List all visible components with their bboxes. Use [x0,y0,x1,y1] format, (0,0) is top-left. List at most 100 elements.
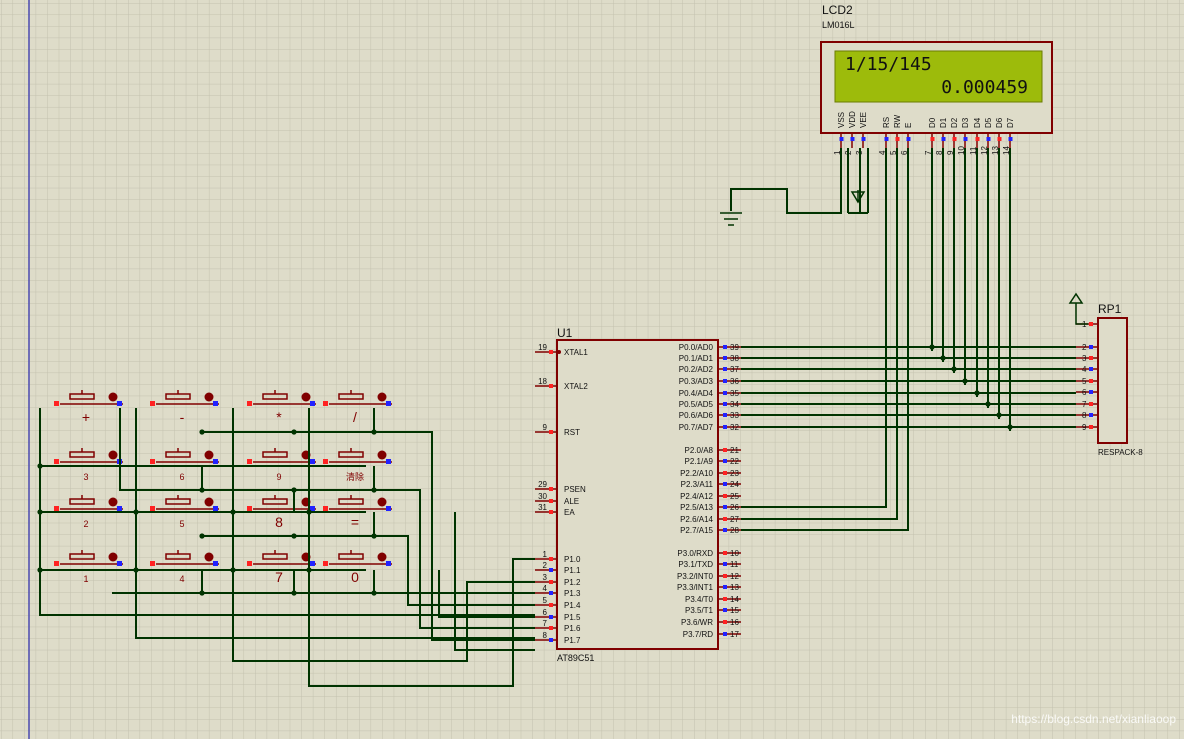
wire-junction [371,487,377,493]
mcu-left-pin-number: 6 [543,608,548,617]
mcu-left-pin-number: 5 [543,596,548,605]
respack-pin-number: 5 [1082,377,1087,386]
mcu-left-pin-marker [549,557,553,561]
wire-junction [199,429,205,435]
mcu-right-pin-marker [723,494,727,498]
keypad-button-label: 8 [275,514,283,530]
respack-pin-marker [1089,322,1093,326]
keypad-button[interactable]: 2 [54,495,123,529]
mcu-right-pin-number: 28 [730,526,739,535]
mcu-left-pin-marker [549,487,553,491]
mcu-right-pin-number: 15 [730,606,739,615]
mcu-left-pin-number: 9 [543,423,548,432]
wire-junction [291,429,297,435]
wire[interactable] [438,570,535,618]
mcu-left-pin-number: 3 [543,573,548,582]
mcu-right-pin-name: P0.1/AD1 [679,354,714,363]
mcu-left-pin-marker [549,603,553,607]
lcd-pin-number: 1 [833,150,842,155]
wire-junction [996,412,1002,418]
keypad-button[interactable]: 4 [150,550,219,584]
pin-marker [247,506,252,511]
wire-junction [940,355,946,361]
mcu-right-pin-number: 32 [730,423,739,432]
wire[interactable] [373,512,535,606]
mcu-right-pin-number: 24 [730,480,739,489]
pin-marker [150,561,155,566]
mcu-left-pin-name: P1.4 [564,601,581,610]
keypad-button[interactable]: 0 [323,550,392,585]
lcd-pin-name: RW [893,114,902,128]
pin-marker [150,401,155,406]
wire[interactable] [741,148,887,508]
mcu-component[interactable]: U1 AT89C51 19XTAL118XTAL29RST29PSEN30ALE… [535,326,741,663]
wire-junction [974,390,980,396]
mcu-right-pin-name: P3.5/T1 [685,606,714,615]
switch-contact-icon [204,450,214,460]
lcd-pin-number: 6 [900,150,909,155]
lcd-pin-number: 13 [991,146,1000,155]
watermark-text: https://blog.csdn.net/xianliaoop [1011,712,1176,726]
wire-junction [230,567,236,573]
respack-pin-number: 6 [1082,388,1087,397]
switch-contact-icon [108,450,118,460]
wire[interactable] [232,408,535,662]
mcu-right-pin-number: 37 [730,365,739,374]
respack-pin-marker [1089,379,1093,383]
pin-marker [386,506,391,511]
keypad-button[interactable]: 5 [150,495,219,529]
wire-junction [306,509,312,515]
keypad-button[interactable]: * [247,390,316,425]
wire-junction [133,567,139,573]
wire[interactable] [741,148,898,520]
pin-marker [310,401,315,406]
pin-marker [117,401,122,406]
mcu-body [556,339,719,650]
keypad-button[interactable]: 7 [247,550,316,585]
respack-pin-marker [1089,345,1093,349]
wire[interactable] [135,408,535,639]
wire[interactable] [39,408,535,616]
mcu-left-pin-name: XTAL2 [564,382,588,391]
keypad-button[interactable]: 8 [247,495,316,530]
mcu-right-pin-number: 14 [730,595,739,604]
pin-marker [310,459,315,464]
mcu-left-pin-number: 4 [543,584,548,593]
wire-junction [929,344,935,350]
switch-contact-icon [301,392,311,402]
lcd-pin-marker [839,137,844,141]
mcu-right-pin-number: 11 [730,560,739,569]
pin-marker [247,459,252,464]
wire[interactable] [119,408,535,629]
mcu-left-pin-number: 1 [543,550,548,559]
mcu-left-pin-name: ALE [564,497,579,506]
keypad-button-label: 7 [275,569,283,585]
xtal-clock-icon [557,350,561,354]
mcu-right-pin-number: 10 [730,549,739,558]
mcu-right-pin-number: 13 [730,583,739,592]
lcd-pin-number: 4 [878,150,887,155]
mcu-right-pin-name: P2.6/A14 [680,515,713,524]
lcd-component[interactable]: LCD2 LM016L 1/15/145 0.000459 VSS1VDD2VE… [820,3,1053,155]
mcu-right-pin-number: 38 [730,354,739,363]
keypad-button[interactable]: 1 [54,550,123,584]
mcu-left-pin-marker [549,384,553,388]
wire[interactable] [741,148,909,531]
keypad-button[interactable]: 6 [150,448,219,482]
wire-junction [37,463,43,469]
pin-marker [310,561,315,566]
wire-junction [371,590,377,596]
keypad-button[interactable]: = [323,495,392,530]
mcu-right-pin-marker [723,608,727,612]
mcu-right-pin-marker [723,356,727,360]
keypad-button[interactable]: 清除 [323,448,392,482]
wire[interactable] [454,512,535,651]
mcu-left-pin-marker [549,626,553,630]
keypad-button[interactable]: - [150,390,219,425]
lcd-screen [834,50,1043,103]
keypad-button[interactable]: / [323,390,392,425]
keypad-button[interactable]: + [54,390,123,425]
mcu-right-pin-number: 12 [730,572,739,581]
pin-marker [247,561,252,566]
